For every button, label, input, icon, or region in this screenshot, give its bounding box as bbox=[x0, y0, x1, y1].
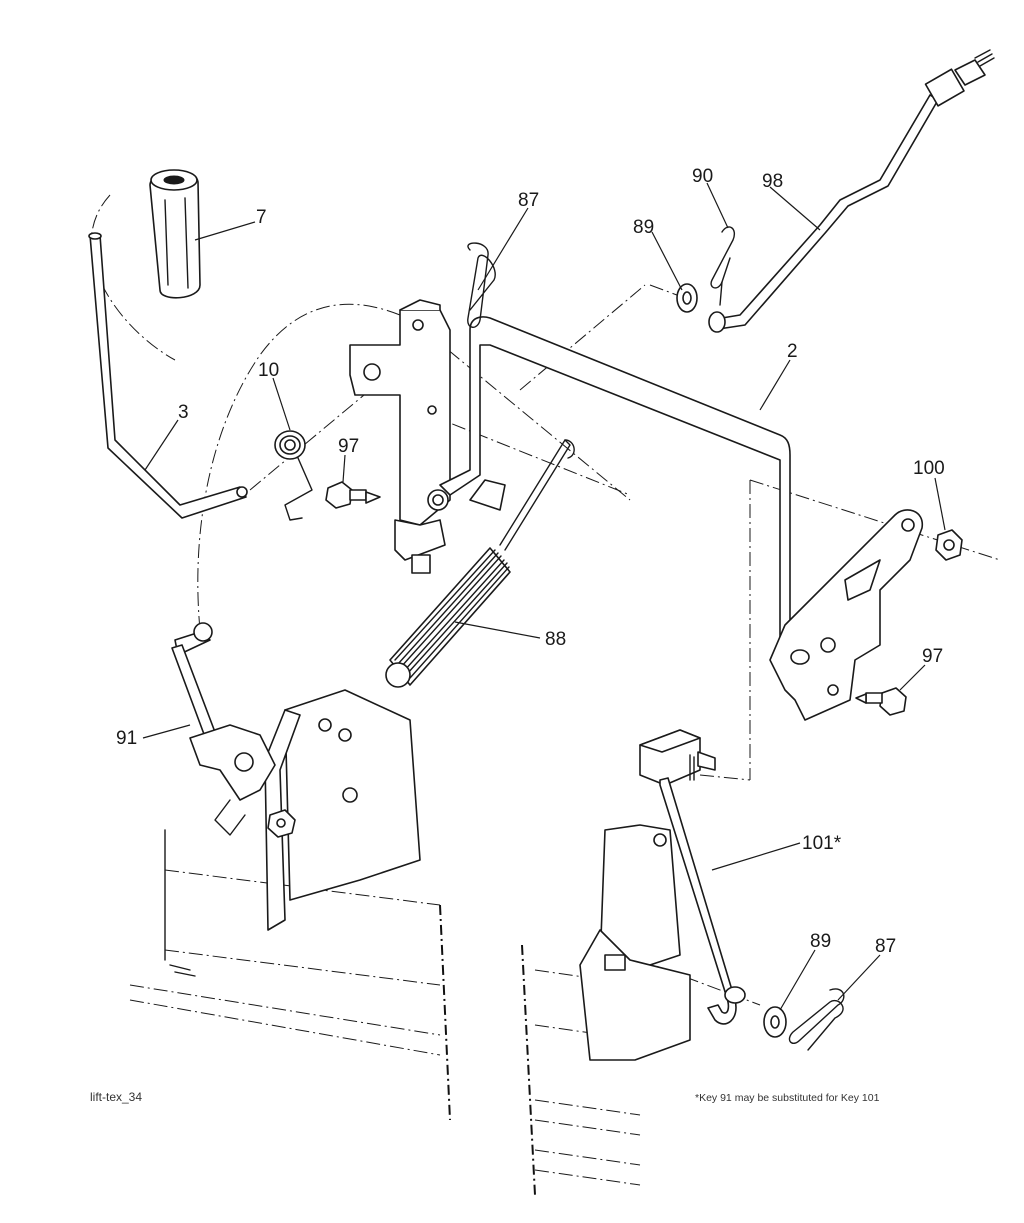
lift-lever bbox=[88, 232, 248, 519]
callout-97-right: 97 bbox=[922, 646, 943, 667]
callout-98: 98 bbox=[762, 171, 783, 192]
right-lift-arm bbox=[769, 509, 923, 721]
callout-labels: 7 3 10 97 87 89 90 98 2 100 97 88 91 101… bbox=[116, 166, 945, 957]
flat-washer-top bbox=[676, 283, 698, 313]
callout-10: 10 bbox=[258, 360, 279, 381]
leader-lines bbox=[142, 182, 946, 1011]
callout-90: 90 bbox=[692, 166, 713, 187]
flat-washer-bottom bbox=[763, 1006, 787, 1038]
footnote: *Key 91 may be substituted for Key 101 bbox=[695, 1092, 880, 1104]
frame-rails bbox=[129, 829, 641, 1196]
callout-2: 2 bbox=[787, 341, 798, 362]
hairpin-clip-top bbox=[467, 242, 496, 328]
hairpin-clip-bottom bbox=[788, 988, 845, 1051]
left-rear-bracket bbox=[189, 689, 421, 931]
callout-7: 7 bbox=[256, 207, 267, 228]
callout-3: 3 bbox=[178, 402, 189, 423]
front-lift-link bbox=[639, 729, 746, 1025]
adjustment-rod bbox=[708, 49, 995, 333]
callout-89-top: 89 bbox=[633, 217, 654, 238]
callout-101: 101* bbox=[802, 833, 842, 854]
shoulder-bolt-right bbox=[855, 687, 907, 716]
callout-97-left: 97 bbox=[338, 436, 359, 457]
figure-id: lift-tex_34 bbox=[90, 1090, 142, 1104]
callout-89-bottom: 89 bbox=[810, 931, 831, 952]
callout-100: 100 bbox=[913, 458, 945, 479]
torsion-spring bbox=[274, 430, 313, 521]
hairpin-clip-90 bbox=[710, 226, 735, 306]
callout-87-top: 87 bbox=[518, 190, 539, 211]
callout-88: 88 bbox=[545, 629, 566, 650]
handle-grip bbox=[149, 169, 201, 299]
center-bracket bbox=[349, 299, 451, 574]
lift-shaft bbox=[439, 316, 791, 641]
hex-nut bbox=[935, 529, 963, 561]
extension-spring bbox=[385, 439, 575, 688]
shoulder-bolt-left bbox=[325, 481, 381, 509]
right-front-bracket bbox=[579, 824, 691, 1061]
callout-87-bottom: 87 bbox=[875, 936, 896, 957]
callout-91: 91 bbox=[116, 728, 137, 749]
